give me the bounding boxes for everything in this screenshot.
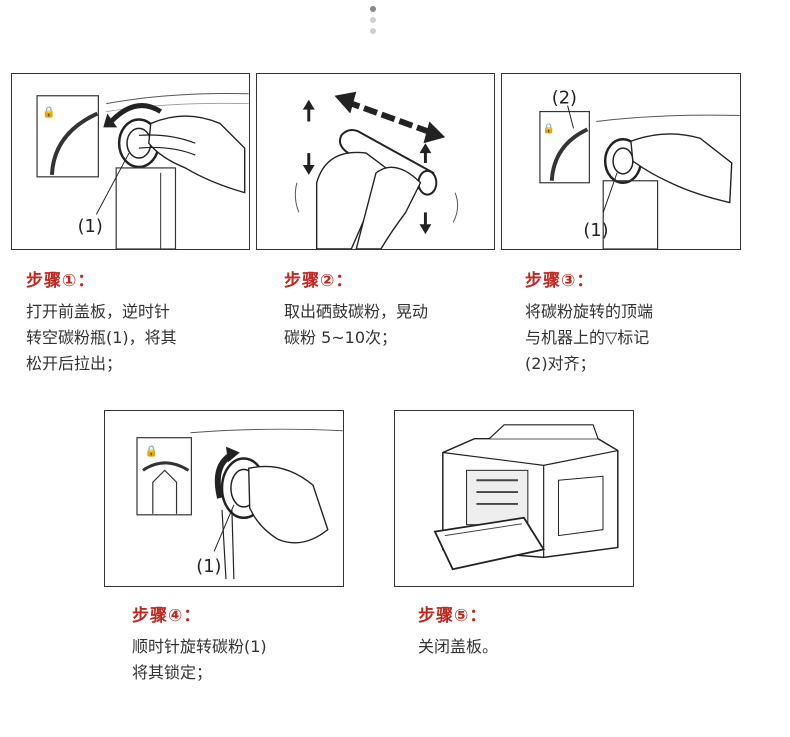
callout-label: (1) xyxy=(78,216,103,237)
step-1-caption: 步骤①： 打开前盖板，逆时针 转空碳粉瓶(1)，将其 松开后拉出； xyxy=(26,266,256,377)
pager-dot[interactable] xyxy=(370,28,376,34)
step-title: 步骤③： xyxy=(525,271,595,291)
lock-icon: 🔒 xyxy=(42,106,56,119)
step-4-illustration: 🔒 (1) xyxy=(104,410,344,587)
step-1-illustration: 🔒 (1) xyxy=(11,73,250,250)
step-2-illustration xyxy=(256,73,495,250)
step-5-illustration xyxy=(394,410,634,587)
callout-label: (1) xyxy=(583,220,608,241)
lock-icon: 🔒 xyxy=(543,122,555,134)
step-4-caption: 步骤④： 顺时针旋转碳粉(1) 将其锁定； xyxy=(132,601,362,686)
step-title: 步骤⑤： xyxy=(418,606,488,626)
pager-dots xyxy=(369,6,377,39)
pager-dot[interactable] xyxy=(370,17,376,23)
step-description: 顺时针旋转碳粉(1) 将其锁定； xyxy=(132,637,267,682)
step-5-caption: 步骤⑤： 关闭盖板。 xyxy=(418,601,648,660)
step-description: 取出硒鼓碳粉，晃动 碳粉 5~10次； xyxy=(284,302,429,347)
shake-toner-drawing xyxy=(294,91,459,249)
toner-unlock-drawing: 🔒 (1) xyxy=(36,93,249,249)
callout-label: (2) xyxy=(552,88,577,109)
step-2-caption: 步骤②： 取出硒鼓碳粉，晃动 碳粉 5~10次； xyxy=(284,266,514,351)
callout-label: (1) xyxy=(196,556,221,577)
step-title: 步骤④： xyxy=(132,606,202,626)
align-toner-drawing: 🔒 (2) (1) xyxy=(539,88,740,249)
step-description: 打开前盖板，逆时针 转空碳粉瓶(1)，将其 松开后拉出； xyxy=(26,302,177,373)
step-3-caption: 步骤③： 将碳粉旋转的顶端 与机器上的▽标记 (2)对齐； xyxy=(525,266,755,377)
step-description: 关闭盖板。 xyxy=(418,637,499,656)
step-title: 步骤①： xyxy=(26,271,96,291)
pager-dot[interactable] xyxy=(370,6,376,12)
step-title: 步骤②： xyxy=(284,271,354,291)
step-description: 将碳粉旋转的顶端 与机器上的▽标记 (2)对齐； xyxy=(525,302,654,373)
close-cover-drawing xyxy=(433,424,619,571)
step-3-illustration: 🔒 (2) (1) xyxy=(501,73,741,250)
lock-icon: 🔒 xyxy=(145,445,159,458)
lock-toner-drawing: 🔒 (1) xyxy=(136,428,343,580)
